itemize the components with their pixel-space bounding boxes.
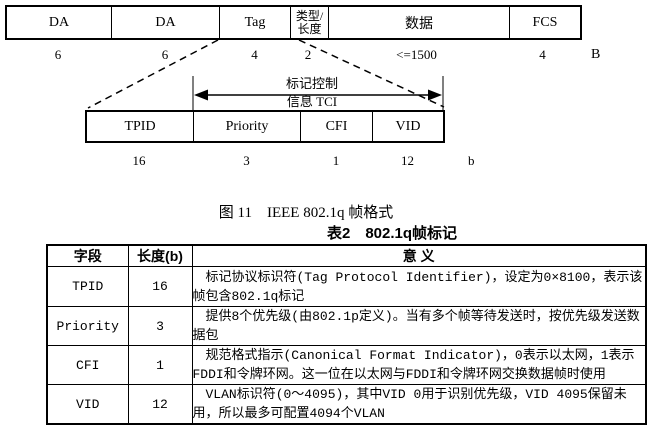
frame-size-data: <=1500 (396, 47, 437, 62)
table-cell-field: VID (46, 384, 129, 425)
table-title: 表2 802.1q帧标记 (326, 225, 458, 242)
tag-unit-label: b (468, 153, 475, 168)
tag-field-priority: Priority (194, 112, 301, 141)
table-row: Priority 3 提供8个优先级(由802.1p定义)。当有多个帧等待发送时… (46, 306, 647, 346)
frame-field-tag: Tag (220, 7, 291, 38)
table-header-field: 字段 (46, 244, 129, 267)
table-cell-meaning: 规范格式指示(Canonical Format Indicator)，0表示以太… (191, 345, 647, 385)
frame-size-da1: 6 (54, 47, 62, 62)
table-cell-field: Priority (46, 306, 129, 346)
table-cell-field: CFI (46, 345, 129, 385)
tag-field-tpid: TPID (87, 112, 194, 141)
table-cell-length: 16 (127, 266, 193, 307)
frame-field-data: 数据 (329, 7, 510, 38)
tag-size-cfi: 1 (332, 153, 340, 168)
table-row: VID 12 VLAN标识符(0～4095)，其中VID 0用于识别优先级，VI… (46, 384, 647, 425)
tag-fields-table: 字段 长度(b) 意 义 TPID 16 标记协议标识符(Tag Protoco… (46, 244, 647, 425)
frame-field-type-length: 类型/长度 (291, 7, 329, 38)
table-header-meaning: 意 义 (191, 244, 647, 267)
table-row: TPID 16 标记协议标识符(Tag Protocol Identifier)… (46, 266, 647, 307)
table-cell-field: TPID (46, 266, 129, 307)
tag-expansion-dashed-line-right (298, 39, 445, 108)
table-row: CFI 1 规范格式指示(Canonical Format Indicator)… (46, 345, 647, 385)
figure-caption: 图 11 IEEE 802.1q 帧格式 (218, 205, 394, 221)
tci-annotation: 标记控制 信息 TCI (252, 77, 372, 109)
frame-size-row: 6 6 4 2 <=1500 4 (5, 47, 578, 63)
table-cell-length: 1 (127, 345, 193, 385)
table-cell-meaning: VLAN标识符(0～4095)，其中VID 0用于识别优先级，VID 4095保… (191, 384, 647, 425)
frame-field-da2: DA (112, 7, 220, 38)
frame-size-tag: 4 (251, 47, 258, 62)
frame-size-type-length: 2 (304, 47, 312, 62)
frame-field-fcs: FCS (532, 14, 558, 30)
frame-size-fcs: 4 (539, 47, 546, 62)
tci-annotation-line1: 标记控制 (285, 76, 338, 91)
table-cell-length: 3 (127, 306, 193, 346)
tag-size-row: 16 3 1 12 (85, 153, 443, 169)
tci-arrowhead-left-icon (194, 89, 208, 101)
tag-size-vid: 12 (401, 153, 414, 168)
frame-field-da1: DA (7, 7, 112, 38)
tci-annotation-line2: 信息 TCI (286, 94, 338, 109)
table-cell-length: 12 (127, 384, 193, 425)
frame-diagram-connectors (87, 39, 445, 110)
tag-field-cfi: CFI (301, 112, 373, 141)
table-header-length: 长度(b) (127, 244, 193, 267)
table-cell-meaning: 标记协议标识符(Tag Protocol Identifier)，设定为0×81… (191, 266, 647, 307)
tag-field-vid: VID (395, 118, 421, 134)
frame-unit-label: B (591, 47, 601, 62)
tag-subframe-row: TPID Priority CFI VID (85, 110, 445, 143)
ethernet-frame-row: DA DA Tag 类型/长度 数据 FCS (5, 5, 582, 40)
tag-expansion-dashed-line-left (87, 39, 219, 109)
tag-size-tpid: 16 (132, 153, 146, 168)
table-header-row: 字段 长度(b) 意 义 (46, 244, 647, 267)
table-cell-meaning: 提供8个优先级(由802.1p定义)。当有多个帧等待发送时，按优先级发送数据包 (191, 306, 647, 346)
tci-arrowhead-right-icon (428, 89, 442, 101)
frame-size-da2: 6 (161, 47, 169, 62)
tag-size-priority: 3 (243, 153, 250, 168)
